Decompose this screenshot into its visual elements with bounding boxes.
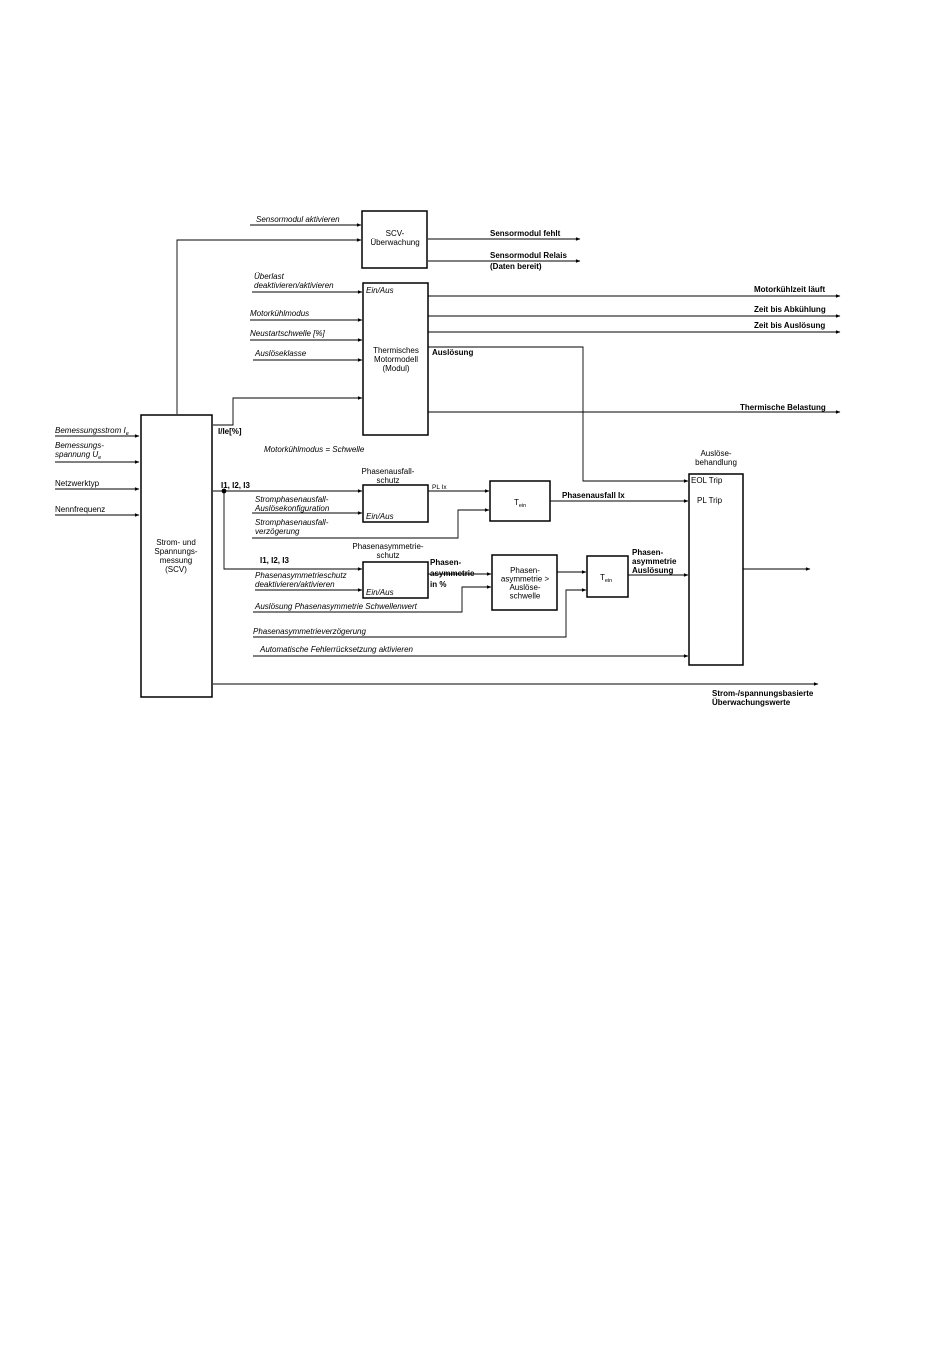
ein-aus-phasenasym: Ein/Aus — [366, 588, 394, 597]
asym-schwelle-block — [491, 554, 558, 611]
output-thermische-belastung: Thermische Belastung — [740, 403, 826, 412]
connections — [55, 223, 841, 686]
input-asym-verz: Phasenasymmetrieverzögerung — [253, 627, 366, 636]
label-ausloesung: Auslösung — [432, 348, 473, 357]
output-zeit-abkuehlung: Zeit bis Abkühlung — [754, 305, 826, 314]
input-asym-schwellenwert: Auslösung Phasenasymmetrie Schwellenwert — [254, 602, 418, 611]
eol-trip-label: EOL Trip — [691, 476, 723, 485]
label-i123-top: I1, I2, I3 — [221, 481, 250, 490]
pl-trip-label: PL Trip — [697, 496, 723, 505]
tein-block-2 — [586, 555, 629, 598]
output-zeit-ausloesung: Zeit bis Auslösung — [754, 321, 825, 330]
asym-schwelle-label: Phasen-asymmetrie >Auslöse-schwelle — [501, 566, 550, 601]
output-motorkuehlzeit: Motorkühlzeit läuft — [754, 285, 825, 294]
phasenausfall-block — [362, 484, 429, 523]
ein-aus-phasenausfall: Ein/Aus — [366, 512, 394, 521]
phasenasym-block — [362, 561, 429, 599]
label-i123-bottom: I1, I2, I3 — [260, 556, 289, 565]
input-strom-konfig: Stromphasenausfall-Auslösekonfiguration — [254, 495, 330, 513]
tein-label-2: Tein — [600, 573, 612, 584]
phasenasym-label: Phasenasymmetrie-schutz — [352, 542, 423, 560]
label-pl-ix: PL Ix — [432, 484, 447, 491]
input-netzwerktyp: Netzwerktyp — [55, 479, 100, 488]
input-neustartschwelle: Neustartschwelle [%] — [250, 329, 325, 338]
output-sensormodul-fehlt: Sensormodul fehlt — [490, 229, 561, 238]
input-sensormodul-aktivieren: Sensormodul aktivieren — [256, 215, 340, 224]
input-bemessungsstrom: Bemessungsstrom Ie — [55, 426, 129, 437]
ein-aus-motormodell: Ein/Aus — [366, 286, 394, 295]
scv-block — [140, 414, 213, 698]
scv-ueberwachung-block — [361, 210, 428, 269]
label-motorkuehlmodus-schwelle: Motorkühlmodus = Schwelle — [264, 445, 365, 454]
input-fehlerruecksetzung: Automatische Fehlerrücksetzung aktiviere… — [259, 645, 414, 654]
label-i-ie: I/Ie[%] — [218, 427, 242, 436]
junction-dot — [221, 488, 227, 494]
ausloesebehandlung-label: Auslöse-behandlung — [695, 449, 737, 467]
scv-ueberwachung-label: SCV-Überwachung — [370, 229, 419, 247]
output-sensormodul-relais: Sensormodul Relais(Daten bereit) — [490, 251, 567, 271]
input-ausloeseklasse: Auslöseklasse — [254, 349, 307, 358]
input-motorkuehlmodus: Motorkühlmodus — [250, 309, 309, 318]
input-bemessungsspannung: Bemessungs-spannung Ue — [55, 441, 104, 461]
ausloesebehandlung-block — [688, 473, 744, 666]
tein-block-1 — [489, 480, 551, 522]
input-nennfrequenz: Nennfrequenz — [55, 505, 105, 514]
phasenausfall-label: Phasenausfall-schutz — [362, 467, 415, 485]
output-phasenausfall-ix: Phasenausfall Ix — [562, 491, 625, 500]
input-strom-verz: Stromphasenausfall-verzögerung — [255, 518, 329, 536]
tein-label-1: Tein — [514, 498, 526, 509]
motormodell-block — [362, 282, 429, 436]
